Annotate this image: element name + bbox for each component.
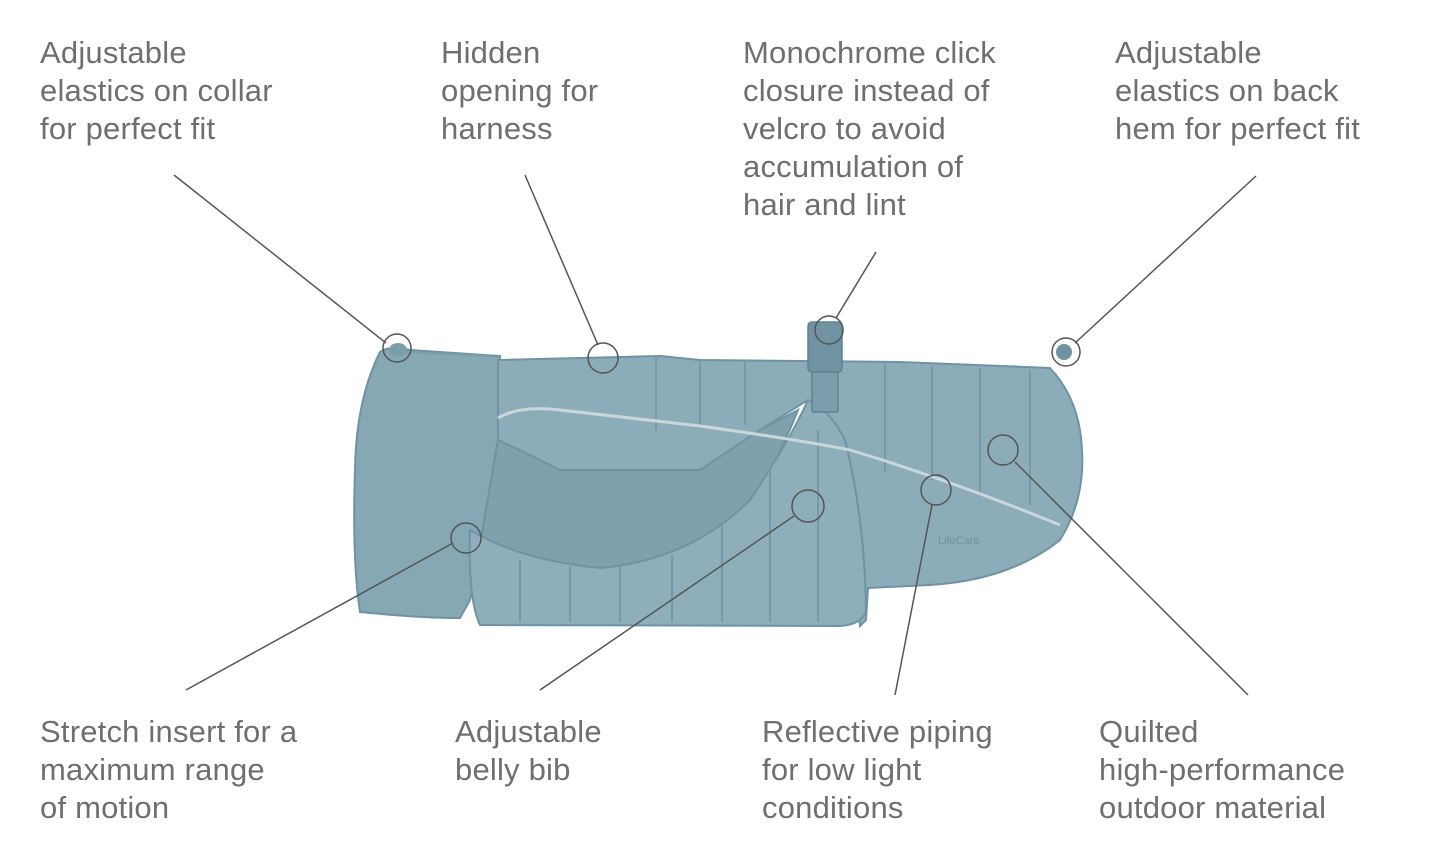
leader-belly-bib: [539, 515, 795, 691]
leader-hidden-opening: [524, 174, 599, 346]
callout-click-closure: Monochrome click closure instead of velc…: [743, 35, 997, 222]
leader-quilted: [1014, 461, 1249, 696]
collar-toggle: [389, 343, 491, 357]
marker-reflective-piping: [920, 474, 952, 506]
coat-collar-panel: [353, 346, 502, 620]
marker-stretch-insert: [450, 522, 482, 554]
leader-stretch-insert: [185, 542, 454, 691]
leader-collar: [173, 174, 387, 344]
callout-belly-bib: Adjustable belly bib: [455, 714, 602, 787]
click-closure: [807, 321, 843, 413]
marker-click-closure: [814, 315, 844, 345]
leader-lines: [173, 174, 1257, 696]
marker-belly-bib: [791, 489, 825, 523]
marker-quilted: [987, 434, 1019, 466]
brand-mark: LifeCare: [938, 535, 980, 547]
marker-collar: [382, 333, 412, 363]
quilting-lines: [655, 358, 1031, 505]
callout-back-hem-elastics: Adjustable elastics on back hem for perf…: [1115, 35, 1361, 146]
back-hem-toggle: [1056, 344, 1072, 360]
callout-reflective-piping: Reflective piping for low light conditio…: [762, 714, 993, 825]
callout-markers: [382, 315, 1081, 554]
leader-back-hem: [1074, 175, 1257, 344]
leader-click-closure: [835, 251, 877, 319]
bib-quilting: [519, 430, 819, 622]
marker-hidden-opening: [587, 342, 619, 374]
callout-collar-elastics: Adjustable elastics on collar for perfec…: [40, 35, 273, 146]
callout-hidden-opening: Hidden opening for harness: [441, 35, 599, 146]
dog-coat: LifeCare: [353, 321, 1084, 629]
callout-stretch-insert: Stretch insert for a maximum range of mo…: [40, 714, 298, 825]
leader-reflective-piping: [894, 504, 933, 696]
reflective-piping: [497, 407, 1061, 527]
callout-quilted-material: Quilted high-performance outdoor materia…: [1099, 714, 1346, 825]
marker-back-hem: [1051, 337, 1081, 367]
